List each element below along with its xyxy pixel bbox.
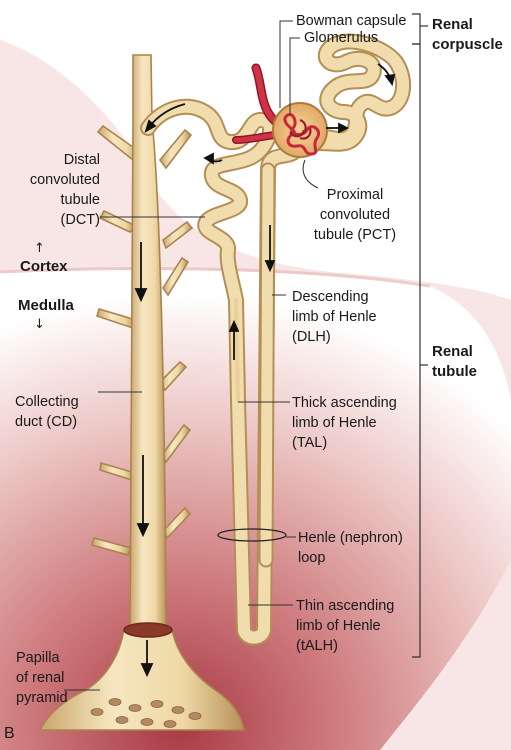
label-cortex: Cortex: [20, 258, 68, 275]
label-thin-ascending-limb: Thin ascending limb of Henle (tALH): [296, 598, 395, 654]
papilla-openings: [90, 698, 202, 728]
label-bowman-capsule: Bowman capsule: [296, 13, 407, 29]
label-collecting-duct: Collecting duct (CD): [15, 394, 79, 430]
label-papilla: Papilla of renal pyramid: [16, 650, 68, 706]
leader-lines: [64, 20, 319, 691]
flow-arrows: [134, 63, 396, 678]
descending-limb: [258, 162, 276, 568]
collecting-duct: [38, 54, 245, 731]
label-descending-limb: Descending limb of Henle (DLH): [292, 289, 377, 345]
label-glomerulus: Glomerulus: [304, 30, 379, 46]
label-proximal-tubule: Proximal convoluted tubule (PCT): [313, 187, 397, 243]
renal-corpuscle-art: [272, 102, 328, 158]
henle-loop-marker: [217, 528, 287, 542]
label-henle-loop: Henle (nephron) loop: [298, 530, 403, 566]
label-distal-tubule: Distal convoluted tubule (DCT): [29, 152, 100, 228]
cortex-up-arrow-icon: ↑: [34, 241, 45, 256]
label-renal-corpuscle: Renal corpuscle: [432, 16, 503, 53]
label-thick-ascending-limb: Thick ascending limb of Henle (TAL): [292, 395, 397, 451]
label-renal-tubule: Renal tubule: [432, 343, 477, 380]
brackets: [412, 13, 428, 658]
medulla-down-arrow-icon: ↓: [34, 317, 45, 332]
figure-letter: B: [4, 725, 15, 742]
label-medulla: Medulla: [18, 297, 74, 314]
